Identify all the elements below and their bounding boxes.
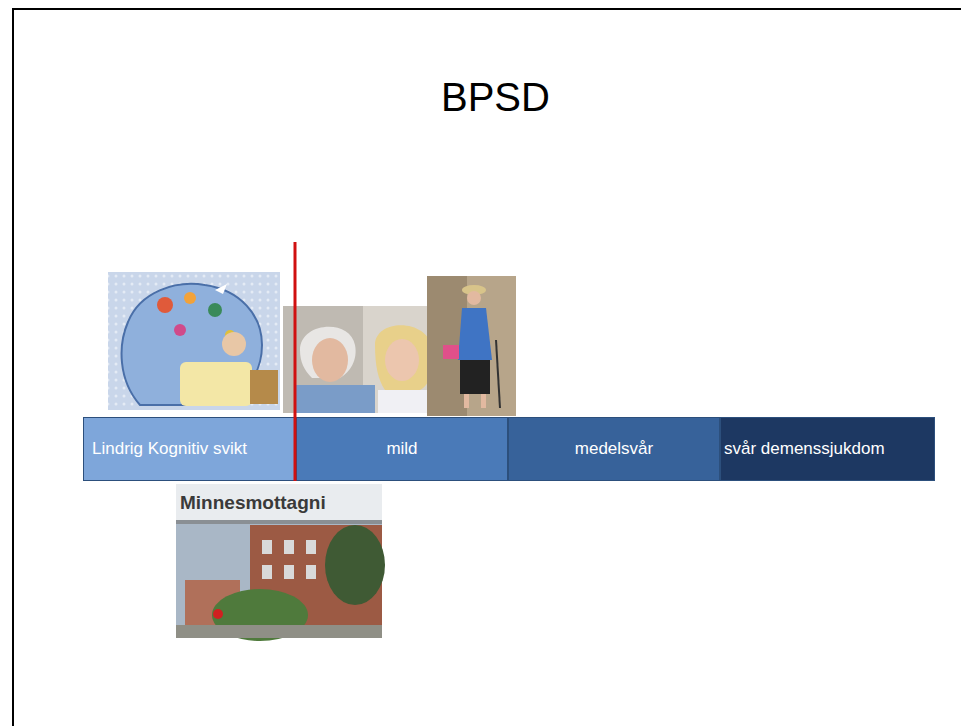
stage-label: Lindrig Kognitiv svikt: [92, 439, 247, 459]
stage-band: mild: [296, 417, 508, 481]
old-woman-photo: [427, 276, 516, 416]
brain-illustration: [108, 272, 280, 410]
stage-label: svår demenssjukdom: [724, 439, 885, 459]
slide-title: BPSD: [441, 75, 550, 120]
two-women-photo: [283, 306, 440, 413]
stage-band: Lindrig Kognitiv svikt: [83, 417, 296, 481]
stage-band: svår demenssjukdom: [720, 417, 935, 481]
stage-label: medelsvår: [575, 439, 653, 459]
clinic-photo: [176, 484, 385, 641]
stage-band: medelsvår: [508, 417, 720, 481]
stage-label: mild: [386, 439, 417, 459]
sign-text: Minnesmottagni: [180, 492, 326, 514]
